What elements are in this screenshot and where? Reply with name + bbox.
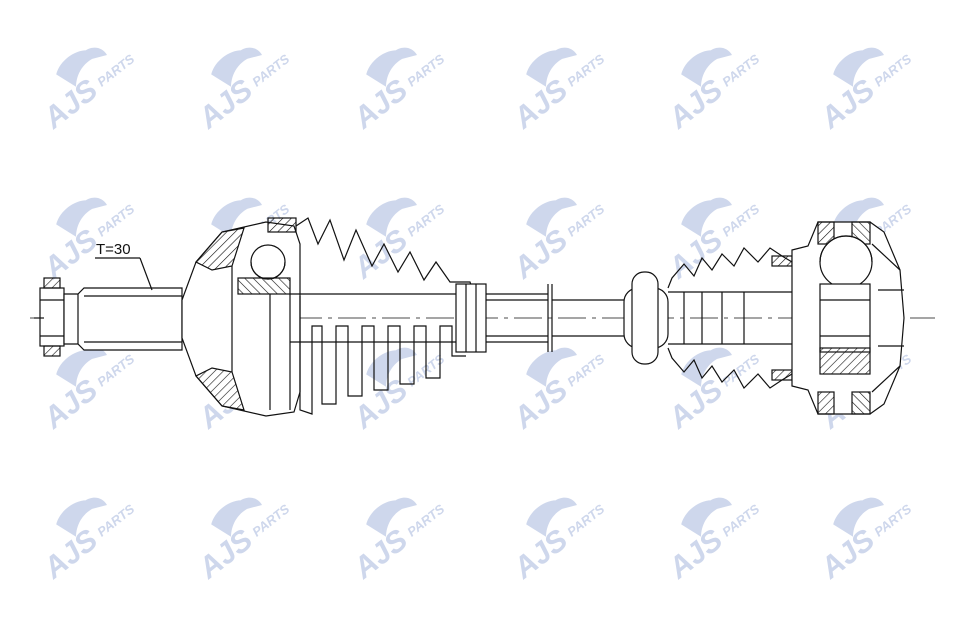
watermark-brand: AJS <box>662 223 729 286</box>
watermark-suffix: PARTS <box>249 51 292 89</box>
spline-label-leader <box>95 257 153 291</box>
watermark-suffix: PARTS <box>404 501 447 539</box>
watermark-brand: AJS <box>37 523 104 586</box>
watermark-suffix: PARTS <box>871 51 914 89</box>
watermark-suffix: PARTS <box>404 51 447 89</box>
watermark-emblem <box>526 347 578 387</box>
watermark-suffix: PARTS <box>871 501 914 539</box>
watermark-brand: AJS <box>347 523 414 586</box>
watermark-suffix: PARTS <box>719 51 762 89</box>
watermark-emblem <box>366 197 418 237</box>
watermark-suffix: PARTS <box>94 351 137 389</box>
spline-label: T=30 <box>96 241 131 258</box>
watermark-emblem <box>211 497 263 537</box>
watermark-emblem <box>366 347 418 387</box>
watermark-brand: AJS <box>37 73 104 136</box>
watermark-brand: AJS <box>507 373 574 436</box>
left-spline-end <box>34 277 183 357</box>
watermark-emblem <box>681 347 733 387</box>
watermark-suffix: PARTS <box>564 501 607 539</box>
watermark-emblem <box>211 197 263 237</box>
watermark-suffix: PARTS <box>564 201 607 239</box>
watermark-suffix: PARTS <box>94 51 137 89</box>
watermark-emblem <box>526 497 578 537</box>
watermark-suffix: PARTS <box>719 501 762 539</box>
watermark-suffix: PARTS <box>719 351 762 389</box>
watermark-emblem <box>833 497 885 537</box>
left-boot <box>295 217 475 415</box>
watermark-suffix: PARTS <box>719 201 762 239</box>
watermark-emblem <box>211 47 263 87</box>
watermark-emblem <box>526 197 578 237</box>
watermark-emblem <box>681 197 733 237</box>
watermark-brand: AJS <box>347 73 414 136</box>
watermark-suffix: PARTS <box>404 201 447 239</box>
watermark-suffix: PARTS <box>94 501 137 539</box>
watermark-suffix: PARTS <box>564 51 607 89</box>
main-shaft <box>290 283 624 353</box>
watermark-suffix: PARTS <box>564 351 607 389</box>
watermark-emblem <box>56 497 108 537</box>
watermark-brand: AJS <box>662 523 729 586</box>
watermark-brand: AJS <box>347 373 414 436</box>
right-damper <box>623 271 669 365</box>
watermark-brand: AJS <box>662 373 729 436</box>
watermark-emblem <box>56 347 108 387</box>
watermark-emblem <box>56 47 108 87</box>
watermark-brand: AJS <box>814 523 881 586</box>
watermark-suffix: PARTS <box>94 201 137 239</box>
watermark-brand: AJS <box>192 73 259 136</box>
watermark-emblem <box>366 47 418 87</box>
outer-cv-joint <box>181 217 301 417</box>
watermark-brand: AJS <box>37 223 104 286</box>
watermark-emblem <box>681 497 733 537</box>
watermark-emblem <box>366 497 418 537</box>
watermark-brand: AJS <box>662 73 729 136</box>
watermark-emblem <box>681 47 733 87</box>
watermark-brand: AJS <box>37 373 104 436</box>
right-boot <box>667 247 793 389</box>
watermark-brand: AJS <box>814 73 881 136</box>
drive-shaft <box>30 217 935 417</box>
watermark-emblem <box>526 47 578 87</box>
watermark-emblem <box>56 197 108 237</box>
watermark-brand: AJS <box>507 523 574 586</box>
watermark-brand: AJS <box>507 73 574 136</box>
watermark-brand: AJS <box>507 223 574 286</box>
inner-tripod-joint <box>791 221 905 415</box>
watermark-brand: AJS <box>192 523 259 586</box>
watermark-suffix: PARTS <box>249 501 292 539</box>
watermark-emblem <box>833 47 885 87</box>
